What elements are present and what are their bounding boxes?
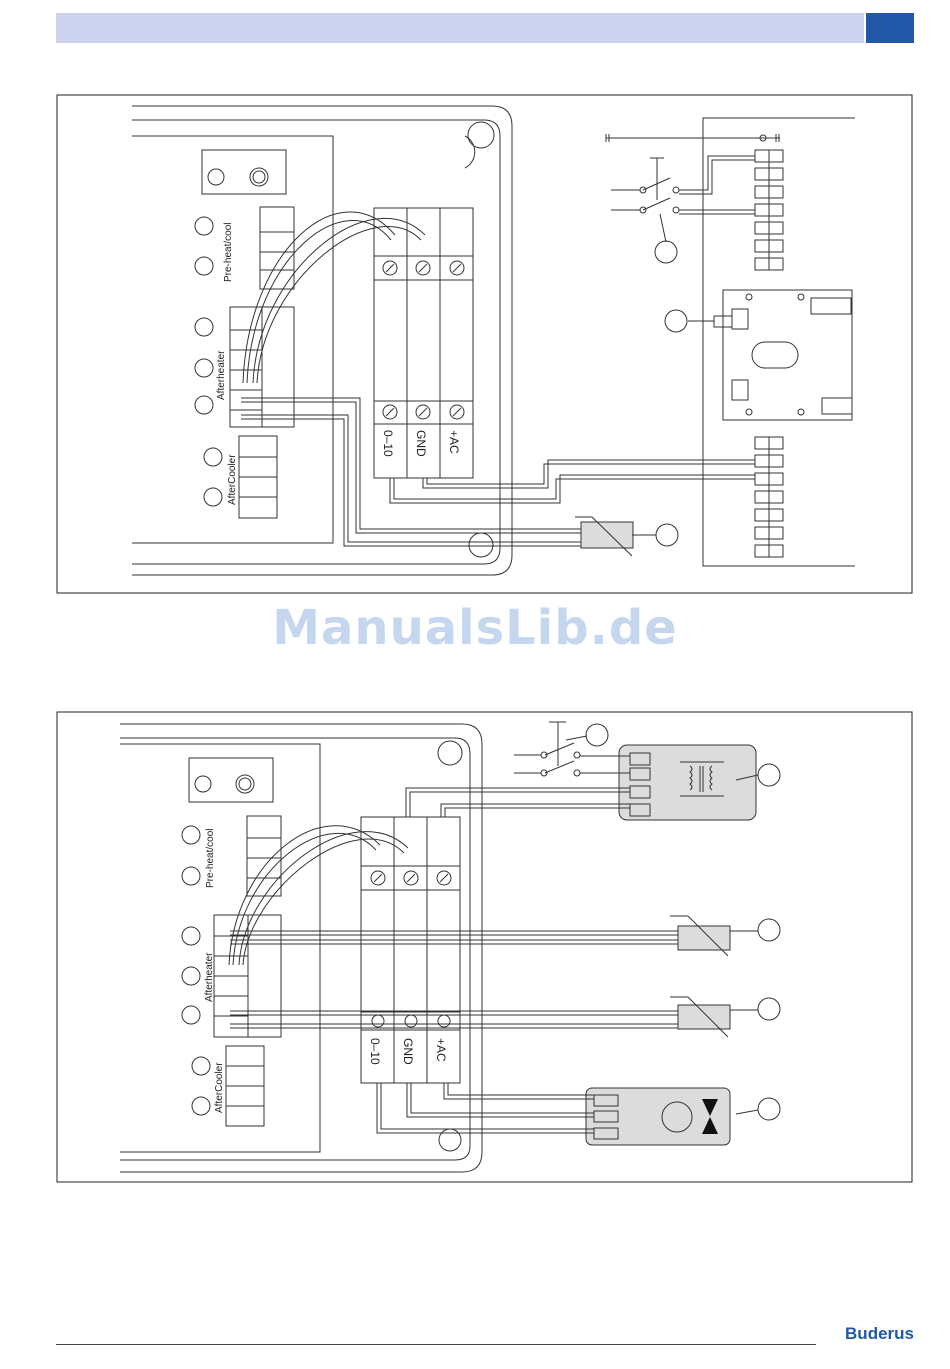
afterheater-label-1: Afterheater [216,350,227,400]
wiring-diagram-1: Pre-heat/cool Afterheater AfterCooler 0–… [0,0,950,620]
preheat-label-1: Pre-heat/cool [223,223,234,282]
terminal-0-10-label-2: 0–10 [368,1038,382,1065]
aftercooler-label-2: AfterCooler [214,1062,225,1113]
terminal-ac-label-2: +AC [434,1038,448,1062]
brand-logo: Buderus [845,1324,914,1344]
aftercooler-label-1: AfterCooler [227,454,238,505]
terminal-gnd-label-1: GND [414,430,428,457]
terminal-ac-label-1: +AC [447,430,461,454]
afterheater-label-2: Afterheater [204,952,215,1002]
terminal-gnd-label-2: GND [401,1038,415,1065]
wiring-diagram-2: Pre-heat/cool Afterheater AfterCooler 0–… [0,700,950,1200]
watermark: ManualsLib.de [0,600,950,656]
terminal-0-10-label-1: 0–10 [381,430,395,457]
preheat-label-2: Pre-heat/cool [205,829,216,888]
footer-divider [56,1344,816,1345]
